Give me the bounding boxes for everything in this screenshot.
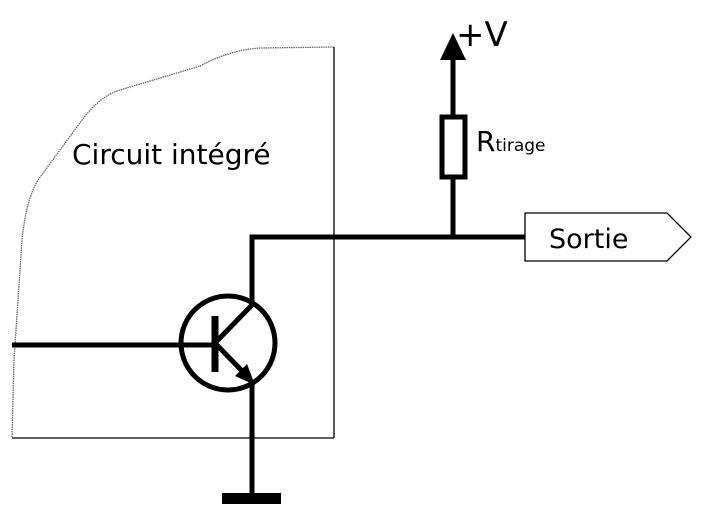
chip-label: Circuit intégré [72,138,271,171]
pullup-resistor [439,114,468,180]
output-connector [524,212,692,262]
output-label: Sortie [549,224,628,255]
ground-symbol [222,493,281,504]
supply-label: +V [456,15,508,55]
resistor-label: Rtirage [476,125,546,158]
resistor-label-sub: tirage [495,136,545,156]
supply-arrow-icon [440,33,466,60]
chip-boundary-torn-edge [11,46,335,439]
collector-wire [249,234,525,305]
resistor-label-main: R [476,125,495,158]
npn-transistor-symbol [178,293,278,393]
